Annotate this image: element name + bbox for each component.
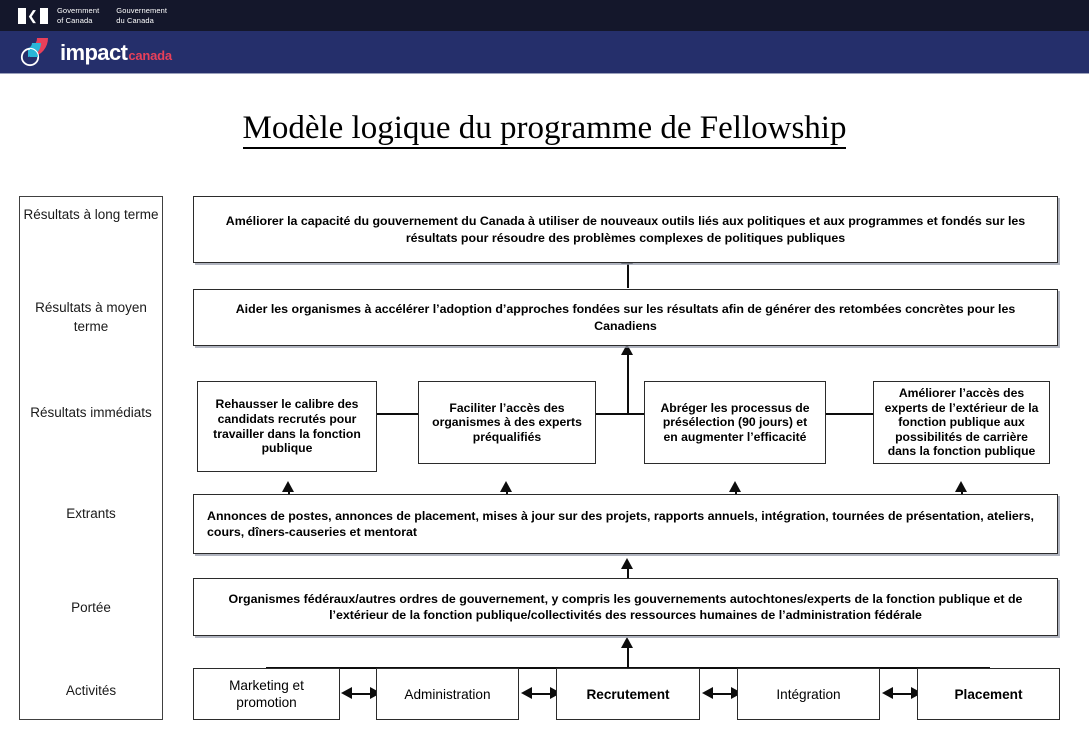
reach-text: Organismes fédéraux/autres ordres de gou…	[228, 591, 1023, 623]
connector-reach-to-outputs	[627, 567, 629, 584]
arrow-immediate-to-medium	[621, 344, 633, 355]
immediate-outcome-box-1: Rehausser le calibre des candidats recru…	[197, 381, 377, 472]
stage-label-panel	[19, 196, 163, 720]
activity-label-integration: Intégration	[776, 686, 841, 702]
impact-canada-wordmark: impact canada	[60, 40, 172, 66]
government-of-canada-wordmark: ❮❯ Government of Canada Gouvernement du …	[18, 6, 167, 25]
arrow-outputs-to-immediate-1	[282, 481, 294, 492]
impact-canada-logo-icon	[20, 38, 49, 67]
stage-label-long-term: Résultats à long terme	[23, 207, 159, 222]
page-title-text: Modèle logique du programme de Fellowshi…	[242, 110, 847, 149]
stage-label-outputs: Extrants	[66, 506, 116, 521]
arrow-activities-right-3	[731, 687, 742, 699]
immediate-outcome-text-4: Améliorer l’accès des experts de l’extér…	[884, 386, 1039, 459]
goc-wordmark-text: Government of Canada Gouvernement du Can…	[57, 6, 167, 25]
brand-word-canada: canada	[128, 48, 172, 63]
activity-label-marketing: Marketing et promotion	[229, 678, 304, 710]
activity-box-recrutement: Recrutement	[556, 668, 700, 720]
stage-label-immediate: Résultats immédiats	[30, 405, 152, 420]
long-term-outcome-text: Améliorer la capacité du gouvernement du…	[225, 214, 1026, 245]
arrow-activities-right-1	[370, 687, 381, 699]
maple-leaf-icon: ❮❯	[27, 7, 49, 23]
connector-activities-link-4	[891, 693, 915, 695]
arrow-activities-left-4	[882, 687, 893, 699]
arrow-activities-left-3	[702, 687, 713, 699]
brand-word-impact: impact	[60, 40, 128, 65]
arrow-activities-right-2	[550, 687, 561, 699]
long-term-outcome-box: Améliorer la capacité du gouvernement du…	[193, 196, 1058, 263]
connector-activities-link-3	[711, 693, 735, 695]
activity-label-recrutement: Recrutement	[586, 686, 670, 702]
stage-label-medium-term: Résultats à moyen terme	[35, 300, 147, 334]
activity-box-placement: Placement	[917, 668, 1060, 720]
goc-en-line1: Government	[57, 6, 100, 15]
connector-activities-stem	[627, 646, 629, 668]
canada-flag-icon: ❮❯	[18, 7, 49, 24]
arrow-activities-to-reach	[621, 637, 633, 648]
stage-label-activities: Activités	[65, 683, 117, 698]
immediate-outcome-text-3: Abréger les processus de présélection (9…	[660, 400, 810, 444]
page-title: Modèle logique du programme de Fellowshi…	[0, 110, 1089, 149]
stage-label-reach: Portée	[71, 600, 111, 615]
arrow-activities-left-2	[521, 687, 532, 699]
immediate-outcome-box-3: Abréger les processus de présélection (9…	[644, 381, 826, 464]
arrow-activities-left-1	[341, 687, 352, 699]
reach-box: Organismes fédéraux/autres ordres de gou…	[193, 578, 1058, 636]
arrow-outputs-to-immediate-4	[955, 481, 967, 492]
outputs-text: Annonces de postes, annonces de placemen…	[207, 508, 1034, 540]
connector-medium-to-long	[627, 262, 629, 288]
arrow-reach-to-outputs	[621, 558, 633, 569]
immediate-outcome-box-2: Faciliter l’accès des organismes à des e…	[418, 381, 596, 464]
goc-fr-line2: du Canada	[116, 15, 154, 25]
immediate-outcome-box-4: Améliorer l’accès des experts de l’extér…	[873, 381, 1050, 464]
activity-label-placement: Placement	[954, 686, 1023, 702]
medium-term-outcome-text: Aider les organismes à accélérer l’adopt…	[235, 302, 1016, 333]
connector-activities-link-1	[350, 693, 374, 695]
medium-term-outcome-box: Aider les organismes à accélérer l’adopt…	[193, 289, 1058, 346]
connector-activities-link-2	[530, 693, 554, 695]
impact-canada-bar: impact canada	[0, 31, 1089, 74]
outputs-box: Annonces de postes, annonces de placemen…	[193, 494, 1058, 554]
activity-box-administration: Administration	[376, 668, 519, 720]
goc-en-line2: of Canada	[57, 15, 93, 25]
activity-box-marketing: Marketing et promotion	[193, 668, 340, 720]
goc-fr-line1: Gouvernement	[116, 6, 168, 15]
government-of-canada-bar: ❮❯ Government of Canada Gouvernement du …	[0, 0, 1089, 31]
arrow-outputs-to-immediate-2	[500, 481, 512, 492]
arrow-activities-right-4	[911, 687, 922, 699]
immediate-outcome-text-1: Rehausser le calibre des candidats recru…	[213, 397, 361, 456]
activity-box-integration: Intégration	[737, 668, 880, 720]
arrow-outputs-to-immediate-3	[729, 481, 741, 492]
immediate-outcome-text-2: Faciliter l’accès des organismes à des e…	[432, 400, 582, 444]
connector-immediate-stem	[627, 353, 629, 415]
activity-label-administration: Administration	[404, 686, 491, 702]
